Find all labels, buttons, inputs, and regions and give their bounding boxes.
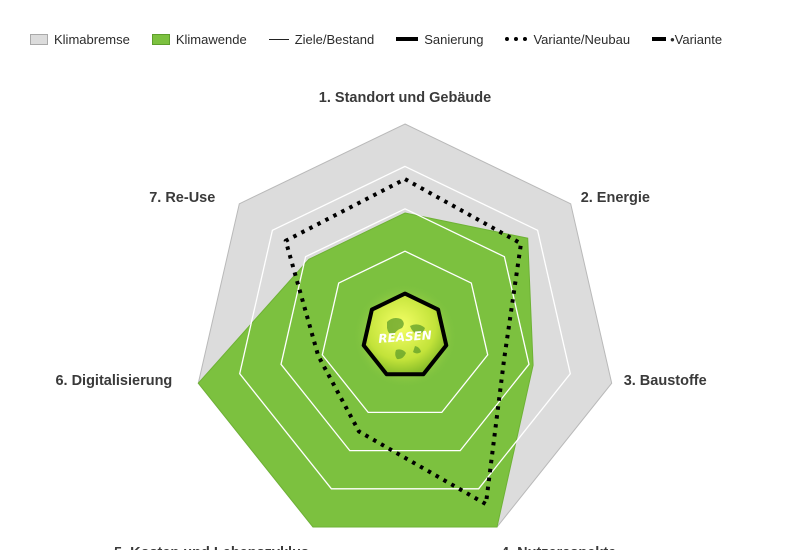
axis-label: 4. Nutzeraspekte — [501, 545, 616, 550]
legend-swatch-line — [396, 37, 419, 41]
legend-swatch-line — [652, 37, 667, 41]
logo-text: REASEN — [378, 328, 432, 346]
legend-swatch-line — [268, 38, 289, 40]
legend-swatch-box — [30, 33, 48, 45]
series-sanierung-line — [361, 291, 449, 377]
legend-item: Sanierung — [396, 32, 483, 47]
legend-label: Klimabremse — [54, 31, 130, 47]
legend-label: Sanierung — [424, 31, 484, 47]
axis-label: 5. Kosten und Lebenszyklus — [114, 545, 309, 550]
globe-icon — [387, 318, 425, 360]
legend-swatch-line — [505, 37, 528, 41]
legend-item: Ziele/Bestand — [268, 31, 375, 47]
reasen-logo: REASEN — [353, 284, 457, 388]
axis-label: 3. Baustoffe — [624, 373, 707, 389]
axis-label: 7. Re-Use — [149, 190, 215, 206]
legend-label: Ziele/Bestand — [294, 31, 375, 47]
legend-swatch-box — [151, 33, 170, 45]
legend-item: Variante/Neubau — [505, 32, 630, 47]
legend: Klimabremse Klimawende Ziele/Bestand Sanier… — [30, 30, 744, 48]
legend-label: •Variante — [670, 31, 723, 47]
axis-label: 6. Digitalisierung — [55, 373, 172, 389]
axis-label: 2. Energie — [581, 190, 650, 206]
grid-ring — [280, 208, 530, 452]
legend-item: Klimabremse — [30, 32, 130, 47]
series-variante-neubau-line — [283, 177, 523, 507]
legend-label: Variante/Neubau — [533, 31, 631, 47]
legend-item: •Variante — [652, 32, 722, 47]
legend-item: Klimawende — [151, 31, 247, 47]
grid-ring — [321, 250, 489, 414]
axis-label: 1. Standort und Gebäude — [319, 90, 491, 106]
grid-ring — [238, 165, 572, 490]
legend-label: Klimawende — [175, 31, 247, 47]
